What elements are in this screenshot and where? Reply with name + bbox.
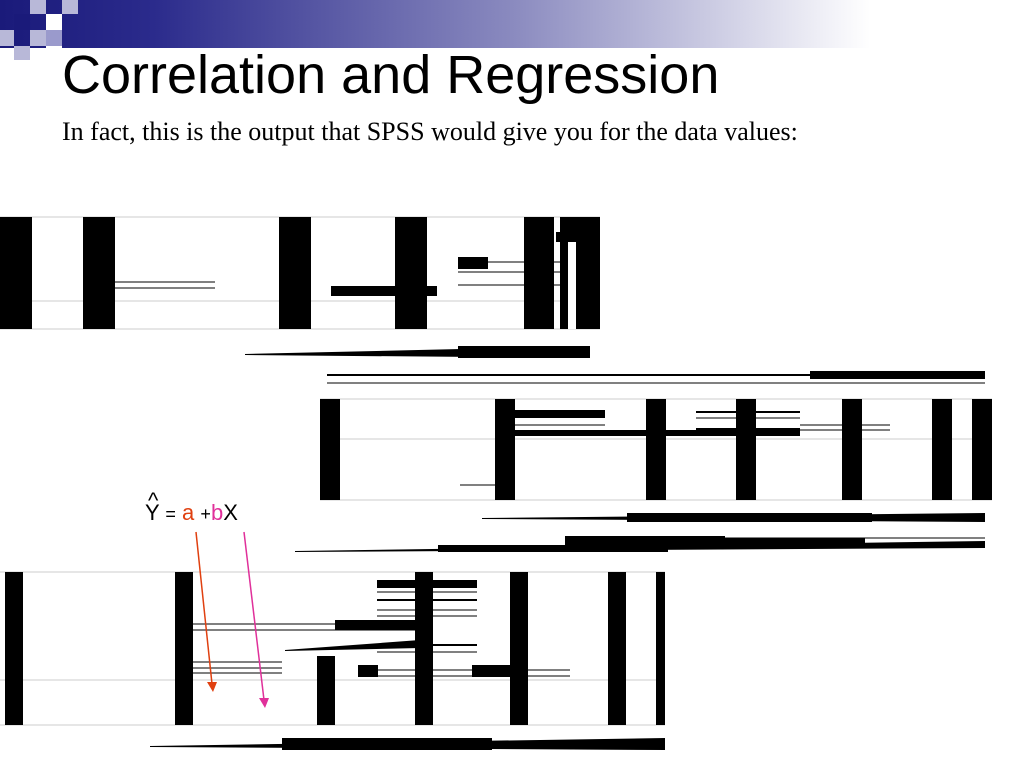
arrow-b (243, 531, 269, 708)
equation-a: a (182, 500, 195, 525)
equation-plus: + (200, 504, 211, 524)
equation-b: b (210, 500, 224, 525)
equation-y: Y (145, 500, 160, 525)
slide-title: Correlation and Regression (62, 45, 720, 105)
y-hat-caret: ^ (148, 488, 159, 513)
regression-equation: Y = a +bX (145, 500, 238, 526)
equation-equals: = (165, 504, 176, 524)
title-bar (0, 0, 1024, 48)
equation-x: X (223, 500, 238, 525)
arrow-a (195, 531, 217, 692)
spss-table-1-artifact (0, 216, 600, 358)
spss-table-3-artifact (0, 571, 665, 750)
spss-table-2-artifact (295, 371, 992, 552)
slide-body-text: In fact, this is the output that SPSS wo… (62, 117, 798, 146)
